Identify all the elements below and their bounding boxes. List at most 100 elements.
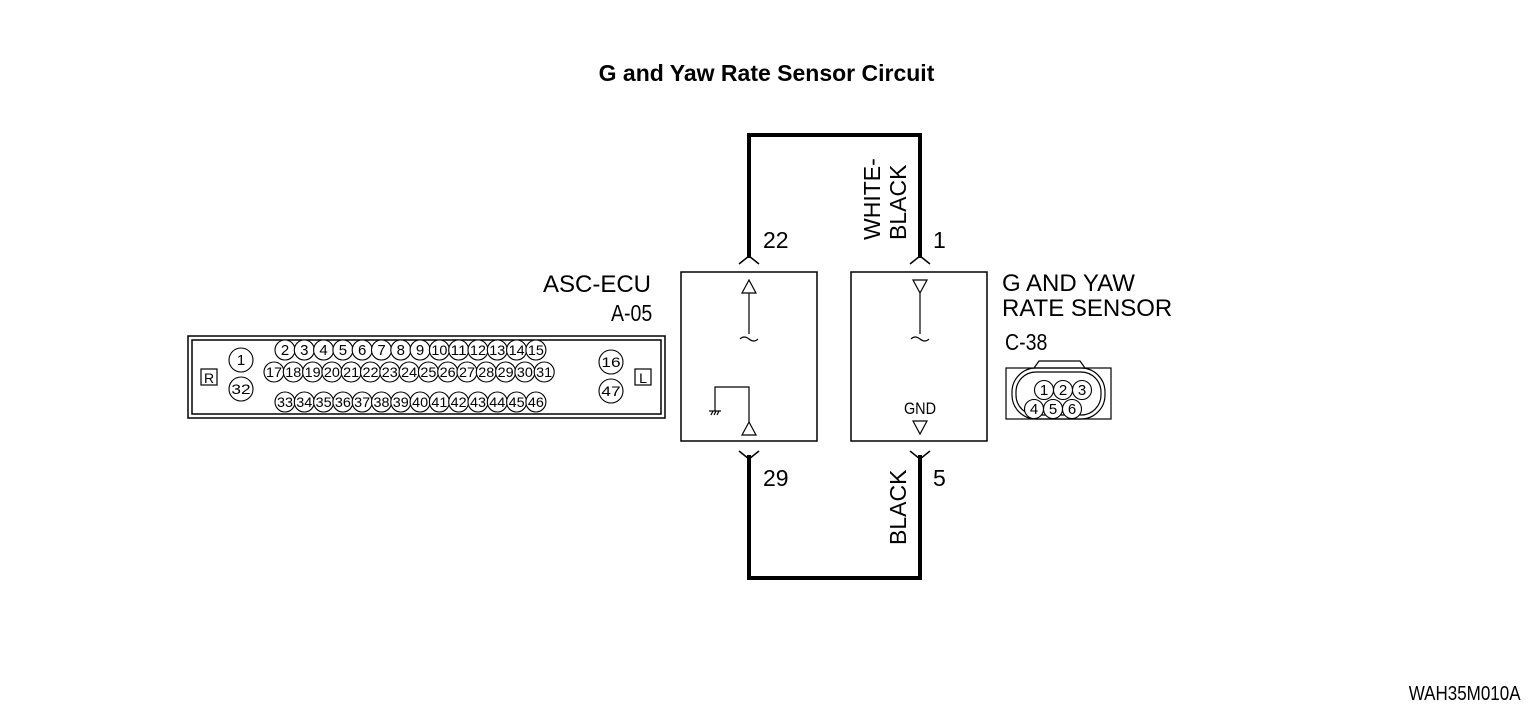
ecu-gnd-triangle-icon [740, 420, 758, 436]
sensor-break-icon [910, 336, 930, 342]
pin-number: 27 [459, 364, 475, 380]
ecu-pin-18: 18 [282, 361, 304, 383]
sensor-name-line2: RATE SENSOR [1002, 295, 1173, 322]
pin-number: 29 [498, 364, 514, 380]
ecu-pin-46: 46 [525, 391, 547, 413]
pin-number: 22 [363, 364, 379, 380]
pin-number: 18 [285, 364, 301, 380]
pin-number: 42 [451, 394, 467, 410]
pin-number: 31 [536, 364, 552, 380]
pin-number: 45 [509, 394, 525, 410]
pin-number: 47 [601, 383, 620, 399]
ecu-pin-17: 17 [263, 361, 285, 383]
ecu-pin-21: 21 [340, 361, 362, 383]
pin-number: 30 [517, 364, 533, 380]
pin-number: 2 [1059, 382, 1067, 399]
sensor-pin-6: 6 [1061, 398, 1083, 420]
pin-number: 33 [277, 394, 293, 410]
pin-number: 10 [431, 342, 447, 358]
pin-number: 46 [528, 394, 544, 410]
sensor-pin-4: 4 [1023, 398, 1045, 420]
ecu-pin-23: 23 [379, 361, 401, 383]
sensor-pin-3: 3 [1071, 379, 1093, 401]
pin-number: 1 [237, 352, 245, 369]
pin-number: 15 [528, 342, 544, 358]
wire-color-bottom: BLACK [885, 469, 911, 545]
drawing-code: WAH35M010A [1409, 683, 1521, 705]
pin-number: 14 [509, 342, 525, 358]
ecu-pin-11: 11 [448, 339, 470, 361]
terminal-22-icon [738, 255, 760, 265]
pin-number: 3 [1078, 382, 1086, 399]
ecu-block [680, 271, 818, 442]
sensor-block [850, 271, 988, 442]
wire-top [747, 133, 922, 258]
ecu-pin-14: 14 [506, 339, 528, 361]
diagram-title: G and Yaw Rate Sensor Circuit [598, 60, 935, 86]
wire-color-top-line2: BLACK [885, 164, 911, 240]
ground-icon [709, 405, 721, 416]
sensor-name-line1: G AND YAW [1002, 270, 1135, 297]
ecu-pin-34: 34 [293, 391, 315, 413]
ecu-pin-3: 3 [293, 339, 315, 361]
pin-number: 16 [601, 354, 620, 370]
pin-number: 38 [374, 394, 390, 410]
ecu-pin-45: 45 [506, 391, 528, 413]
ecu-break-icon [739, 336, 759, 342]
terminal-1-icon [909, 255, 931, 265]
ecu-side-r-label: R [204, 370, 214, 386]
sensor-pin-1: 1 [1033, 379, 1055, 401]
ecu-pin-29-label: 29 [763, 465, 789, 491]
ecu-pin-22: 22 [359, 361, 382, 383]
pin-number: 37 [354, 394, 370, 410]
ecu-side-l-label: L [639, 370, 647, 386]
sensor-pin-5: 5 [1042, 398, 1064, 420]
ecu-pin-12: 12 [467, 339, 489, 361]
pin-number: 4 [319, 342, 327, 359]
ecu-pin-24: 24 [398, 361, 420, 383]
ecu-pin-31: 31 [533, 361, 555, 383]
pin-number: 6 [1068, 401, 1076, 418]
pin-number: 13 [489, 342, 505, 358]
pin-number: 41 [431, 394, 447, 410]
ecu-name: ASC-ECU [543, 271, 652, 298]
ecu-pin-28: 28 [475, 361, 497, 383]
ecu-pin-35: 35 [313, 391, 335, 413]
pin-number: 6 [358, 342, 366, 359]
pin-number: 28 [478, 364, 494, 380]
pin-number: 12 [470, 342, 486, 358]
sensor-output-triangle-icon [911, 279, 929, 295]
ecu-input-triangle-icon [740, 278, 758, 294]
pin-number: 1 [1040, 382, 1048, 399]
ecu-pin-8: 8 [390, 339, 412, 361]
ecu-pin-26: 26 [437, 361, 459, 383]
pin-number: 19 [305, 364, 321, 380]
pin-number: 24 [401, 364, 417, 380]
ecu-pin-27: 27 [456, 361, 478, 383]
pin-number: 26 [440, 364, 456, 380]
ecu-pin-16: 16 [598, 349, 624, 375]
ecu-pin-36: 36 [332, 391, 354, 413]
ecu-pin-43: 43 [467, 391, 489, 413]
pin-number: 17 [266, 364, 282, 380]
ecu-pin-22-label: 22 [763, 227, 789, 253]
pin-number: 2 [281, 342, 289, 359]
pin-number: 39 [393, 394, 409, 410]
ecu-pin-42: 42 [448, 391, 470, 413]
pin-number: 44 [489, 394, 505, 410]
ecu-pin-25: 25 [417, 361, 439, 383]
ecu-pin-47: 47 [598, 378, 624, 404]
pin-number: 4 [1030, 401, 1038, 418]
sensor-connector-id: C-38 [1005, 329, 1048, 355]
ecu-pin-29: 29 [495, 361, 517, 383]
ecu-pin-38: 38 [370, 391, 393, 413]
pin-number: 5 [339, 342, 347, 359]
ecu-pin-39: 39 [390, 391, 412, 413]
pin-number: 7 [377, 342, 385, 359]
ecu-pin-15: 15 [525, 339, 547, 361]
ecu-pin-10: 10 [428, 339, 450, 361]
pin-number: 23 [382, 364, 398, 380]
ecu-connector-id: A-05 [611, 300, 653, 326]
sensor-pin-5-label: 5 [933, 465, 946, 491]
